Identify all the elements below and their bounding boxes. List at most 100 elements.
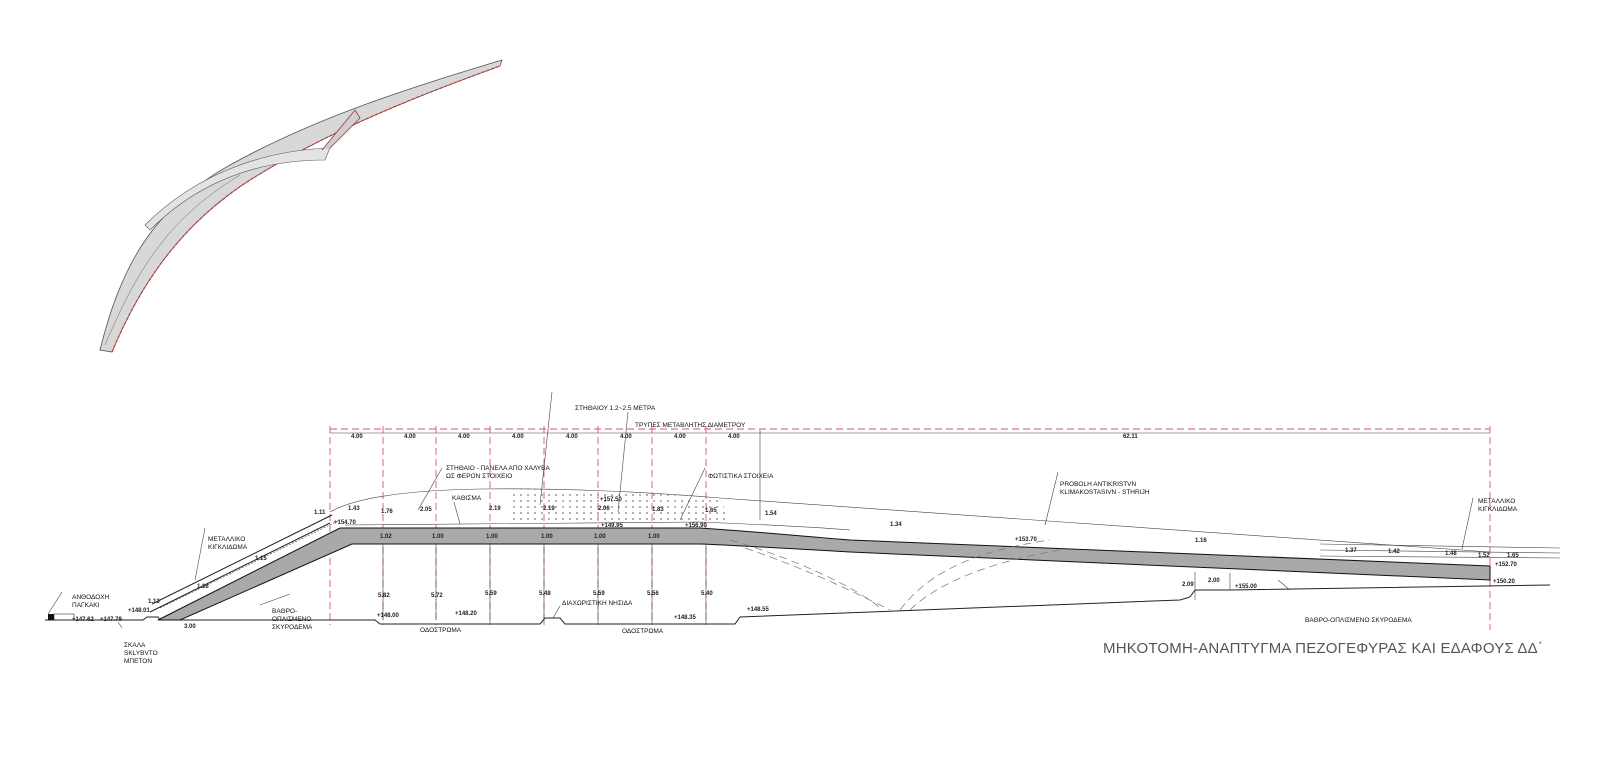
dimension-label: 5.56 (647, 591, 659, 597)
dim-label: 4.00 (404, 434, 416, 440)
note-median: ΔΙΑΧΩΡΙΣΤΙΚΗ ΝΗΣΙΔΑ (562, 600, 633, 607)
dimension-label: +148.01 (128, 608, 151, 614)
dimension-label: 1.00 (486, 534, 498, 540)
note-projection: PROBOLH ANTIKRISTVN (1060, 481, 1137, 488)
dimension-label: 5.59 (485, 591, 497, 597)
note-stair-2: SKLYBVTO (124, 650, 158, 657)
drawing-title: ΜΗΚΟΤΟΜΗ-ΑΝΑΠΤΥΓΜΑ ΠΕΖΟΓΕΦΥΡΑΣ ΚΑΙ ΕΔΑΦΟ… (1103, 640, 1543, 657)
note-concrete-left-3: ΣΚΥΡΟΔΕΜΑ (272, 624, 313, 631)
dimension-label: 1.34 (890, 522, 902, 528)
dimension-label: +150.20 (1493, 579, 1516, 585)
dimension-label: 1.48 (1445, 551, 1457, 557)
annotations: ΣΤΗΘΑΙΟΥ 1.2~2.5 ΜΕΤΡΑ ΤΡΥΠΕΣ ΜΕΤΑΒΛΗΤΗΣ… (72, 405, 1518, 665)
dimension-label: 1.15 (255, 556, 267, 562)
note-railing-right-2: ΚΙΓΚΛΙΔΩΜΑ (1478, 506, 1518, 513)
dim-label: 4.00 (351, 434, 363, 440)
note-stair: ΣΚΑΛΑ (124, 642, 146, 649)
dimension-label: +154.70 (334, 520, 357, 526)
dimension-label: 1.65 (1507, 553, 1519, 559)
note-parapet-2: ΩΣ ΦΕΡΟΝ ΣΤΟΙΧΕΙΟ (446, 473, 512, 480)
note-lighting: ΦΩΤΙΣΤΙΚΑ ΣΤΟΙΧΕΙΑ (708, 473, 774, 480)
dim-label: 4.00 (566, 434, 578, 440)
dimension-label: 1.83 (652, 507, 664, 513)
dimension-label: 1.00 (432, 534, 444, 540)
note-concrete-left: ΒΑΘΡΟ- (272, 608, 297, 615)
dimension-label: 1.16 (1195, 538, 1207, 544)
railing-right (1319, 543, 1561, 559)
dimension-label: +148.35 (674, 615, 697, 621)
dimension-label: 1.00 (541, 534, 553, 540)
dimension-label: 1.37 (1345, 548, 1357, 554)
dim-label: 4.00 (458, 434, 470, 440)
note-concrete-right: ΒΑΘΡΟ-ΟΠΛΙΣΜΕΝΟ ΣΚΥΡΟΔΕΜΑ (1305, 617, 1412, 624)
dimension-label: 1.00 (594, 534, 606, 540)
note-railing-left: ΜΕΤΑΛΛΙΚΟ (208, 536, 245, 543)
canopy-height-labels: 1.43 1.76 2.05 2.19 2.19 2.06 1.83 1.65 … (348, 506, 1519, 559)
dimension-label: 5.48 (539, 591, 551, 597)
elevation-labels: +147.62 +147.79 +148.01 +154.70 +157.50 … (72, 497, 1518, 623)
dim-label: 4.00 (620, 434, 632, 440)
span-dimensions: 4.00 4.00 4.00 4.00 4.00 4.00 4.00 4.00 … (351, 434, 1138, 440)
dimension-label: +147.62 (72, 617, 95, 623)
dim-total-label: 62.11 (1123, 434, 1138, 440)
dimension-label: 2.00 (1208, 578, 1220, 584)
dimension-label: 1.00 (648, 534, 660, 540)
dimension-label: 1.42 (1388, 549, 1400, 555)
deck-depth-labels: 1.02 1.00 1.00 1.00 1.00 1.00 (380, 534, 660, 540)
note-railing-left-2: ΚΙΓΚΛΙΔΩΜΑ (208, 544, 248, 551)
leader-lines (47, 391, 1474, 629)
dimension-label: +149.95 (601, 523, 624, 529)
dimension-label: 1.16 (197, 584, 209, 590)
dimension-label: 5.72 (431, 593, 443, 599)
dimension-label: 5.59 (593, 591, 605, 597)
dimension-label: 3.00 (184, 624, 196, 630)
dimension-label: +152.70 (1495, 562, 1518, 568)
dimension-label: +148.20 (455, 611, 478, 617)
dimension-label: 2.19 (543, 506, 555, 512)
dimension-label: 2.19 (489, 506, 501, 512)
stair-steps (159, 519, 341, 609)
dim-verticals (382, 544, 1231, 624)
stair-dim-labels: 1.11 1.15 1.16 1.13 3.00 (148, 510, 326, 630)
bridge-3d-render (99, 59, 503, 353)
note-stair-3: ΜΠΕΤΟΝ (124, 658, 152, 665)
bench-block (53, 613, 75, 621)
note-seating: ΚΑΘΙΣΜΑ (452, 495, 482, 502)
ground-line (45, 584, 1551, 625)
dimension-label: +156.90 (685, 523, 708, 529)
dimension-label: +157.50 (600, 497, 623, 503)
dimension-label: 2.05 (420, 507, 432, 513)
note-holes: ΤΡΥΠΕΣ ΜΕΤΑΒΛΗΤΗΣ ΔΙΑΜΕΤΡΟΥ (635, 422, 746, 429)
note-parapet: ΣΤΗΘΑΙΟ - ΠΑΝΕΛΑ ΑΠΟ ΧΑΛΥΒΑ (446, 465, 551, 472)
dimension-label: 2.06 (598, 506, 610, 512)
note-road: ΟΔΟΣΤΡΩΜΑ (420, 627, 462, 634)
dim-label: 4.00 (512, 434, 524, 440)
dimension-label: +147.79 (100, 617, 123, 623)
dimension-label: 2.09 (1182, 582, 1194, 588)
dimension-label: 1.65 (705, 508, 717, 514)
note-railing-right: ΜΕΤΑΛΛΙΚΟ (1478, 498, 1515, 505)
dimension-label: +148.55 (747, 607, 770, 613)
perforated-panel (510, 489, 730, 522)
stair-railing (149, 514, 333, 613)
note-beam-height: ΣΤΗΘΑΙΟΥ 1.2~2.5 ΜΕΤΡΑ (575, 405, 656, 412)
dimension-label: 1.52 (1478, 553, 1490, 559)
dimension-label: 1.02 (380, 534, 392, 540)
dim-label: 4.00 (728, 434, 740, 440)
dimension-label: 5.82 (378, 593, 390, 599)
dimension-label: +155.00 (1235, 584, 1258, 590)
note-road-2: ΟΔΟΣΤΡΩΜΑ (622, 628, 664, 635)
clearance-labels: 5.82 5.72 5.59 5.48 5.59 5.56 5.40 2.09 … (378, 578, 1220, 599)
note-projection-2: KLIMAKOSTASIVN - STHRIJH (1060, 489, 1150, 496)
dimension-label: 1.13 (148, 599, 160, 605)
dimension-label: 1.76 (381, 509, 393, 515)
dimension-label: 1.54 (765, 511, 777, 517)
planter-block (48, 614, 54, 620)
dimension-label: +153.70 (1015, 537, 1038, 543)
note-planter: ΑΝΘΟΔΟΧΗ (72, 594, 110, 601)
dimension-label: +148.00 (377, 613, 400, 619)
note-concrete-left-2: ΟΠΛΙΣΜΕΝΟ (272, 616, 311, 623)
bridge-deck (157, 527, 1491, 621)
dimension-label: 5.40 (701, 591, 713, 597)
